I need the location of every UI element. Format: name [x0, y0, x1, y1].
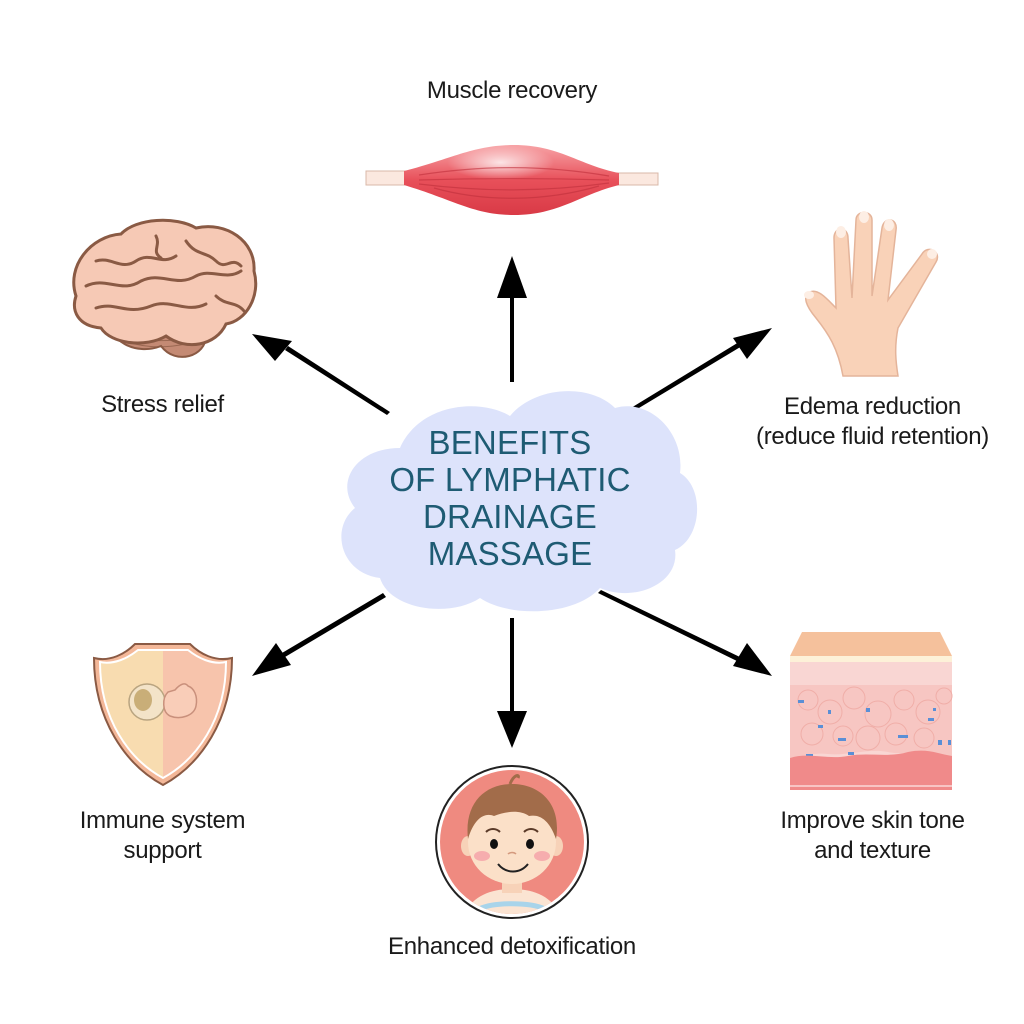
label-enhanced-detoxification: Enhanced detoxification [352, 932, 672, 962]
center-title: BENEFITS OF LYMPHATIC DRAINAGE MASSAGE [360, 424, 660, 572]
arrow-to-stress-relief [252, 334, 390, 415]
shield-icon [92, 643, 234, 787]
label-line: Stress relief [101, 391, 224, 418]
title-line-4: MASSAGE [427, 535, 593, 572]
label-line: and texture [814, 837, 931, 864]
title-line-3: DRAINAGE [423, 498, 597, 535]
arrow-to-muscle-recovery [497, 256, 527, 382]
muscle-icon [365, 145, 659, 215]
label-line: support [123, 837, 202, 864]
arrow-to-detoxification [497, 618, 527, 748]
child-face-icon [435, 765, 589, 919]
arrow-to-edema-reduction [626, 328, 772, 414]
label-line: Immune system [79, 807, 246, 834]
label-edema-reduction: Edema reduction (reduce fluid retention) [740, 392, 1005, 452]
central-cloud [341, 391, 698, 612]
hand-icon [804, 211, 939, 377]
brain-icon [72, 218, 258, 358]
label-line: Improve skin tone [780, 807, 965, 834]
title-line-2: OF LYMPHATIC [389, 461, 631, 498]
label-line: Enhanced detoxification [388, 933, 636, 960]
label-immune-support: Immune system support [40, 806, 285, 866]
label-line: (reduce fluid retention) [756, 423, 989, 450]
skin-layers-icon [790, 632, 953, 790]
label-line: Edema reduction [784, 393, 961, 420]
arrow-to-immune-support [252, 593, 386, 676]
arrow-to-skin-tone [598, 590, 772, 676]
label-skin-tone: Improve skin tone and texture [750, 806, 995, 866]
label-line: Muscle recovery [426, 77, 598, 104]
label-stress-relief: Stress relief [40, 390, 285, 420]
label-muscle-recovery: Muscle recovery [362, 76, 662, 106]
title-line-1: BENEFITS [428, 424, 592, 461]
